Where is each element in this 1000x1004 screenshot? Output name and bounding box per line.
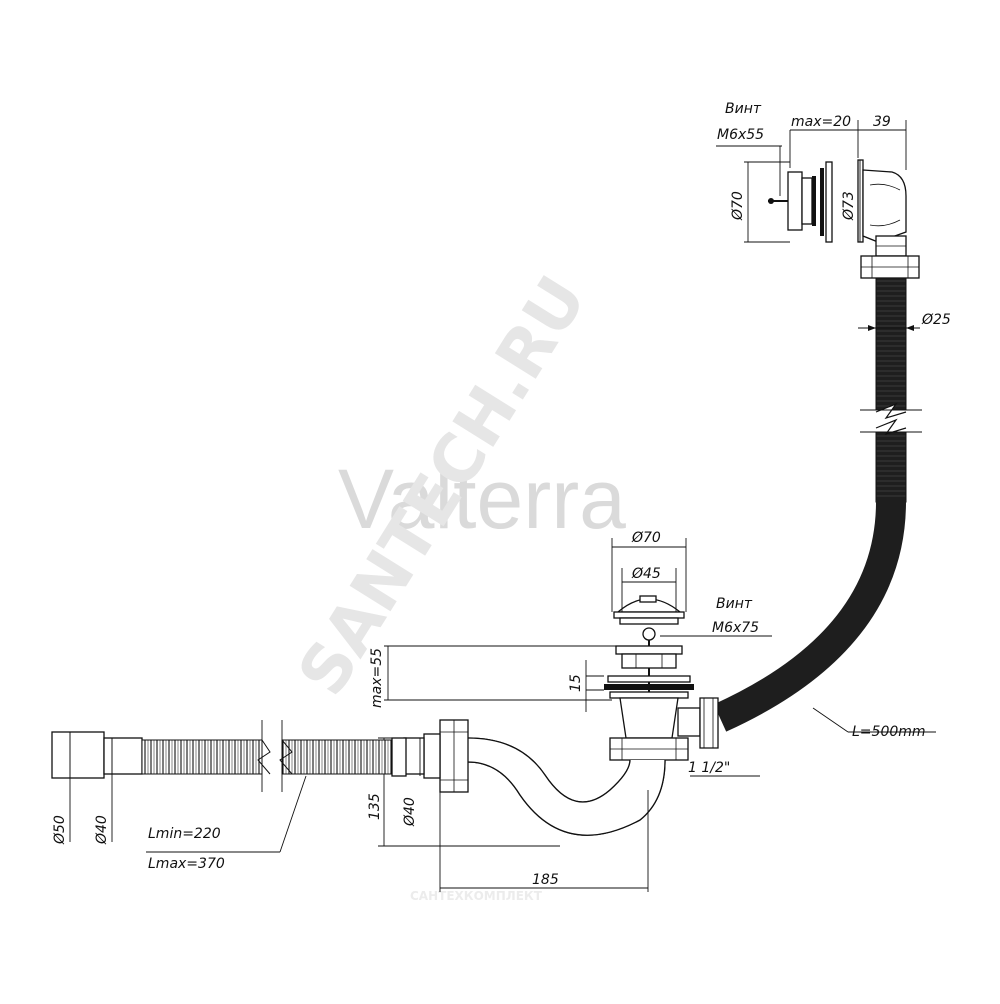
outlet-min-length: Lmin=220	[148, 826, 221, 842]
drain-flange-dim: 15	[568, 674, 584, 692]
drain-inner-diameter-dim: Ø45	[631, 566, 661, 582]
outlet-outer-diameter-dim: Ø50	[52, 815, 68, 845]
overflow-max-dim: max=20	[791, 114, 851, 130]
thread-size-dim: 1 1/2"	[688, 760, 730, 776]
drain-screw-word: Винт	[716, 596, 753, 612]
drain-max-height-dim: max=55	[369, 648, 385, 708]
overflow-assembly	[716, 120, 920, 279]
outlet-max-length: Lmax=370	[148, 856, 225, 872]
overflow-depth-dim: 39	[873, 114, 891, 130]
hose-diameter-dim: Ø25	[921, 312, 951, 328]
overflow-d70-dim: Ø70	[730, 191, 746, 221]
trap-diameter-dim: Ø40	[402, 797, 418, 827]
outlet-inner-diameter-dim: Ø40	[94, 815, 110, 845]
trap-assembly	[378, 719, 666, 892]
drain-assembly	[384, 538, 772, 777]
overflow-screw-size: M6x55	[717, 127, 764, 143]
drain-screw-size: M6x75	[712, 620, 759, 636]
hose-length-dim: L=500mm	[852, 724, 926, 740]
trap-height-dim: 135	[367, 793, 383, 820]
overflow-hose	[713, 277, 922, 732]
overflow-screw-word: Винт	[725, 101, 762, 117]
overflow-d73-dim: Ø73	[841, 191, 857, 221]
trap-width-dim: 185	[532, 872, 559, 888]
watermark-footer: САНТЕХКОМПЛЕКТ	[410, 889, 543, 903]
watermark-brand: Valterra	[338, 452, 626, 546]
corrugated-outlet	[51, 720, 407, 853]
drain-outer-diameter-dim: Ø70	[631, 530, 661, 546]
